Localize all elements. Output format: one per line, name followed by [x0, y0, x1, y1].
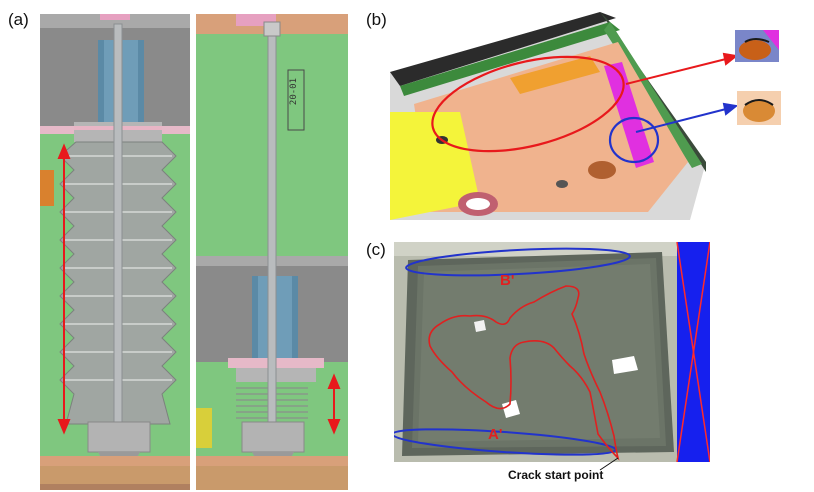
label-a-prime: A': [488, 426, 503, 443]
crack-start-caption: Crack start point: [508, 468, 604, 482]
panel-c-photo: B' A': [394, 242, 710, 462]
panel-b-label: (b): [366, 10, 387, 29]
inset-red-ellipse-detail: [735, 30, 779, 62]
crack-start-pointer: [599, 457, 619, 471]
panel-a-label: (a): [8, 10, 29, 29]
callout-arrows: [625, 52, 739, 133]
label-b-prime: B': [500, 272, 515, 289]
vertical-part-label: 20-01: [289, 78, 299, 106]
panel-b-figure: [390, 12, 706, 220]
panel-c-label: (c): [366, 240, 386, 259]
panel-a-right-figure: 20-01: [196, 14, 348, 490]
panel-a-left-figure: [40, 14, 190, 490]
inset-blue-circle-detail: [737, 91, 781, 125]
